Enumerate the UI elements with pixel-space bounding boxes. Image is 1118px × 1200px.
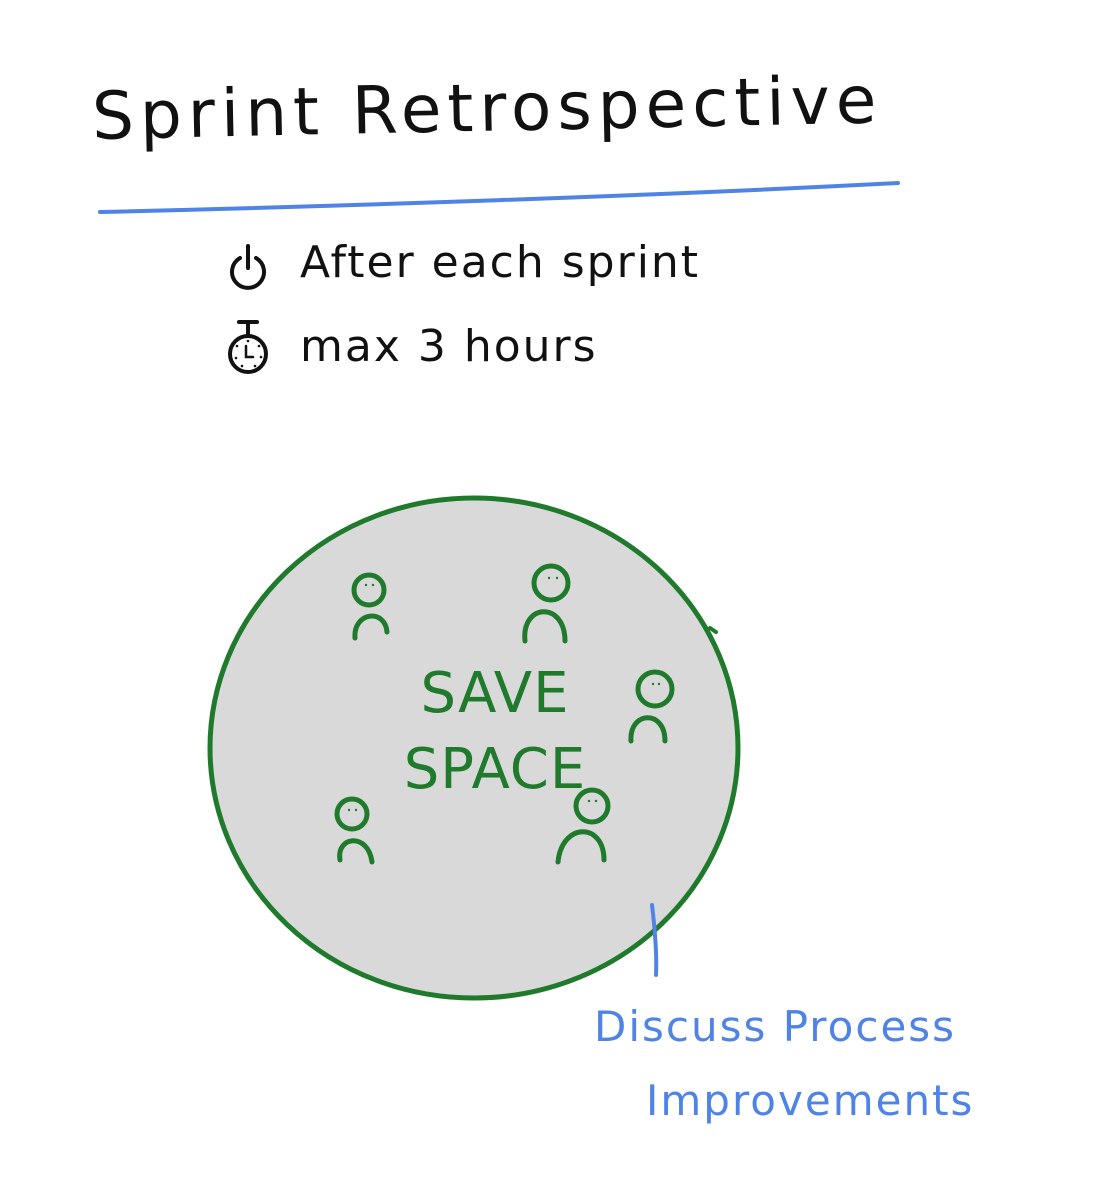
stopwatch-icon [228,320,268,374]
safe-space-line-1: SAVE [420,661,570,726]
safe-space-line-2: SPACE [403,737,587,802]
person-icon [351,572,390,641]
circle-tick [708,626,718,634]
annotation-connector [650,903,659,977]
annotation-line-2: Improvements [646,1076,975,1125]
person-icon [522,563,571,644]
safe-space-circle [207,495,741,1001]
safe-space-label: SAVE SPACE [380,656,610,808]
power-icon [230,244,266,290]
annotation-text: Discuss Process Improvements [594,990,974,1138]
info-after-each-sprint: After each sprint [222,232,700,292]
person-icon [555,787,611,865]
person-icon [334,796,375,865]
title-underline [98,181,900,214]
info-max-duration: max 3 hours [222,316,598,376]
person-icon [628,669,675,744]
info-text: After each sprint [300,236,701,288]
annotation-line-1: Discuss Process [594,1002,957,1051]
info-text: max 3 hours [300,320,598,372]
